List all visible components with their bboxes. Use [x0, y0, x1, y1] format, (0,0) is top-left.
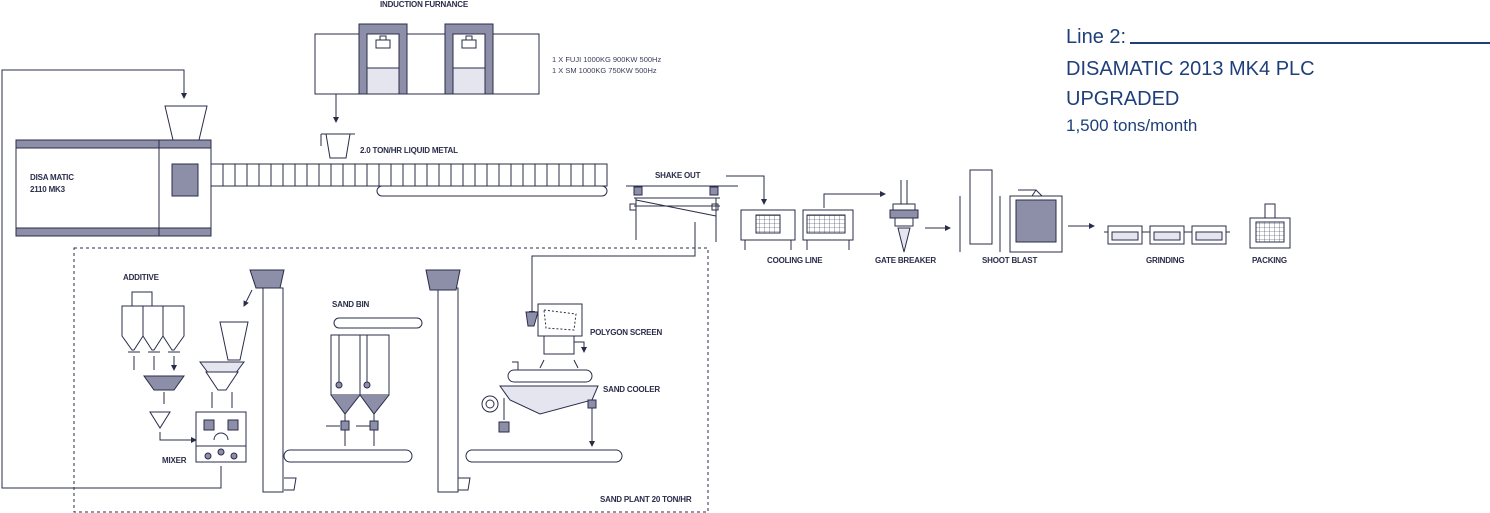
sand-bin-label: SAND BIN: [332, 300, 369, 309]
return-sand-line: [1, 69, 222, 489]
gate-breaker-label: GATE BREAKER: [875, 256, 936, 265]
induction-furnace: [314, 23, 540, 95]
upgrade-status: UPGRADED: [1066, 88, 1180, 110]
furnace-title: INDUCTION FURNANCE: [380, 0, 469, 9]
shoot-blast: [959, 169, 1063, 253]
polygon-screen: [525, 303, 587, 369]
conveyor-1: [283, 449, 413, 463]
gate-breaker: [889, 180, 919, 253]
conveyor-2: [465, 449, 623, 463]
additive-silos: [121, 291, 197, 443]
shoot-blast-label: SHOOT BLAST: [982, 256, 1037, 265]
sand-cooler: [481, 361, 599, 447]
sand-plant-boundary: [73, 247, 709, 513]
furnace-spec-1: 1 X FUJI 1000KG 900KW 500Hz: [552, 55, 661, 64]
cooling-line: [740, 209, 854, 250]
line-label: Line 2:: [1066, 26, 1127, 48]
mixer: [195, 411, 247, 463]
disamatic-label-1: DISA MATIC: [30, 173, 74, 182]
packing-crate: [1249, 203, 1291, 249]
furnace-spec-2: 1 X SM 1000KG 750KW 500Hz: [552, 66, 657, 75]
additive-label: ADDITIVE: [123, 273, 160, 282]
disamatic-label-2: 2110 MK3: [30, 185, 66, 194]
grinding-stations: [1104, 225, 1230, 245]
polygon-screen-label: POLYGON SCREEN: [590, 328, 662, 337]
sand-cooler-label: SAND COOLER: [603, 385, 660, 394]
grinding-label: GRINDING: [1146, 256, 1184, 265]
packing-label: PACKING: [1252, 256, 1287, 265]
sand-plant-label: SAND PLANT 20 TON/HR: [600, 495, 692, 504]
disamatic-machine: [15, 105, 212, 237]
mould-line: [210, 163, 608, 197]
bucket-elevator-1: [243, 269, 297, 493]
capacity-text: 1,500 tons/month: [1066, 116, 1198, 135]
ladle-icon: [320, 133, 355, 159]
bucket-elevator-2: [425, 269, 471, 493]
shake-out: [626, 185, 738, 242]
shake-out-label: SHAKE OUT: [655, 171, 701, 180]
mixer-label: MIXER: [162, 456, 187, 465]
mixer-feed: [199, 321, 249, 408]
cooling-line-label: COOLING LINE: [767, 256, 823, 265]
liquid-metal-label: 2.0 TON/HR LIQUID METAL: [360, 146, 458, 155]
machine-title: DISAMATIC 2013 MK4 PLC: [1066, 58, 1315, 80]
sand-bin: [326, 317, 423, 446]
